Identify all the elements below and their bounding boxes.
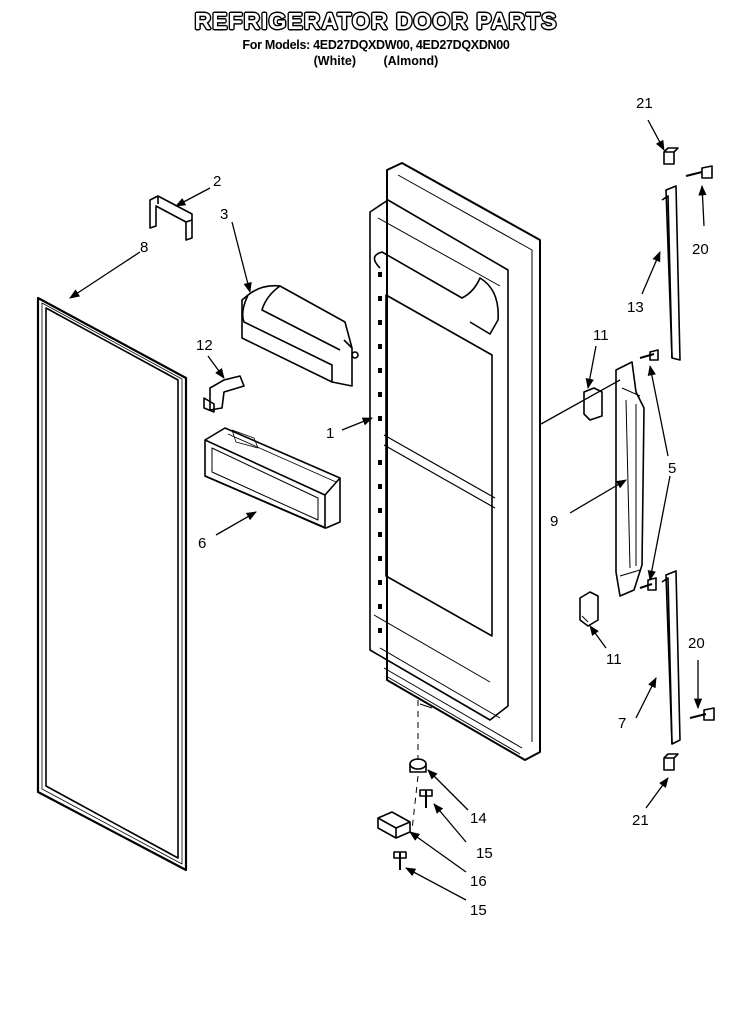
upper-trim-cap xyxy=(663,147,679,165)
lower-trim-screw xyxy=(689,707,715,721)
callout-21-lower: 21 xyxy=(632,812,649,829)
door-edge-leader xyxy=(540,379,621,425)
models-line: For Models: 4ED27DQXDW00, 4ED27DQXDN00 xyxy=(242,38,510,52)
callout-11-upper: 11 xyxy=(593,327,609,344)
door-handle xyxy=(615,361,645,597)
callout-9: 9 xyxy=(550,513,558,530)
callout-7: 7 xyxy=(618,715,626,732)
upper-trim-screw xyxy=(685,165,713,179)
callout-11-lower: 11 xyxy=(606,651,622,668)
assembly-centerline xyxy=(411,700,419,831)
callout-14: 14 xyxy=(470,810,487,827)
callout-12: 12 xyxy=(196,337,213,354)
variant-white: (White) xyxy=(313,54,356,68)
callout-2: 2 xyxy=(213,173,221,190)
handle-clip-lower xyxy=(579,591,599,627)
callout-21-upper: 21 xyxy=(636,95,653,112)
door-gasket xyxy=(36,296,188,872)
handle-screw-lower xyxy=(639,577,657,591)
door-liner xyxy=(369,162,541,761)
dairy-door xyxy=(241,284,359,387)
hinge-pin-bushing xyxy=(409,758,427,773)
callout-15-upper: 15 xyxy=(476,845,493,862)
callout-8: 8 xyxy=(140,239,148,256)
door-bin xyxy=(204,427,341,529)
door-stop xyxy=(377,811,411,839)
model-variants: (White) (Almond) xyxy=(0,54,752,68)
upper-trim xyxy=(661,185,681,361)
lower-trim xyxy=(661,570,681,745)
callout-6: 6 xyxy=(198,535,206,552)
callout-3: 3 xyxy=(220,206,228,223)
handle-screw-upper xyxy=(639,349,659,361)
lower-trim-cap xyxy=(663,753,679,771)
callout-1: 1 xyxy=(326,425,334,442)
callout-20-upper: 20 xyxy=(692,241,709,258)
callout-5: 5 xyxy=(668,460,676,477)
variant-almond: (Almond) xyxy=(383,54,439,68)
callout-16: 16 xyxy=(470,873,487,890)
callout-13: 13 xyxy=(627,299,644,316)
page-title: REFRIGERATOR DOOR PARTS xyxy=(194,8,558,34)
handle-clip-upper xyxy=(583,387,603,421)
door-stop-screw xyxy=(393,851,407,870)
bushing-screw xyxy=(419,789,433,808)
retainer-clip xyxy=(149,195,193,241)
shelf-holes xyxy=(378,272,382,633)
callout-20-lower: 20 xyxy=(688,635,705,652)
callout-15-lower: 15 xyxy=(470,902,487,919)
dairy-hinge xyxy=(203,375,245,413)
